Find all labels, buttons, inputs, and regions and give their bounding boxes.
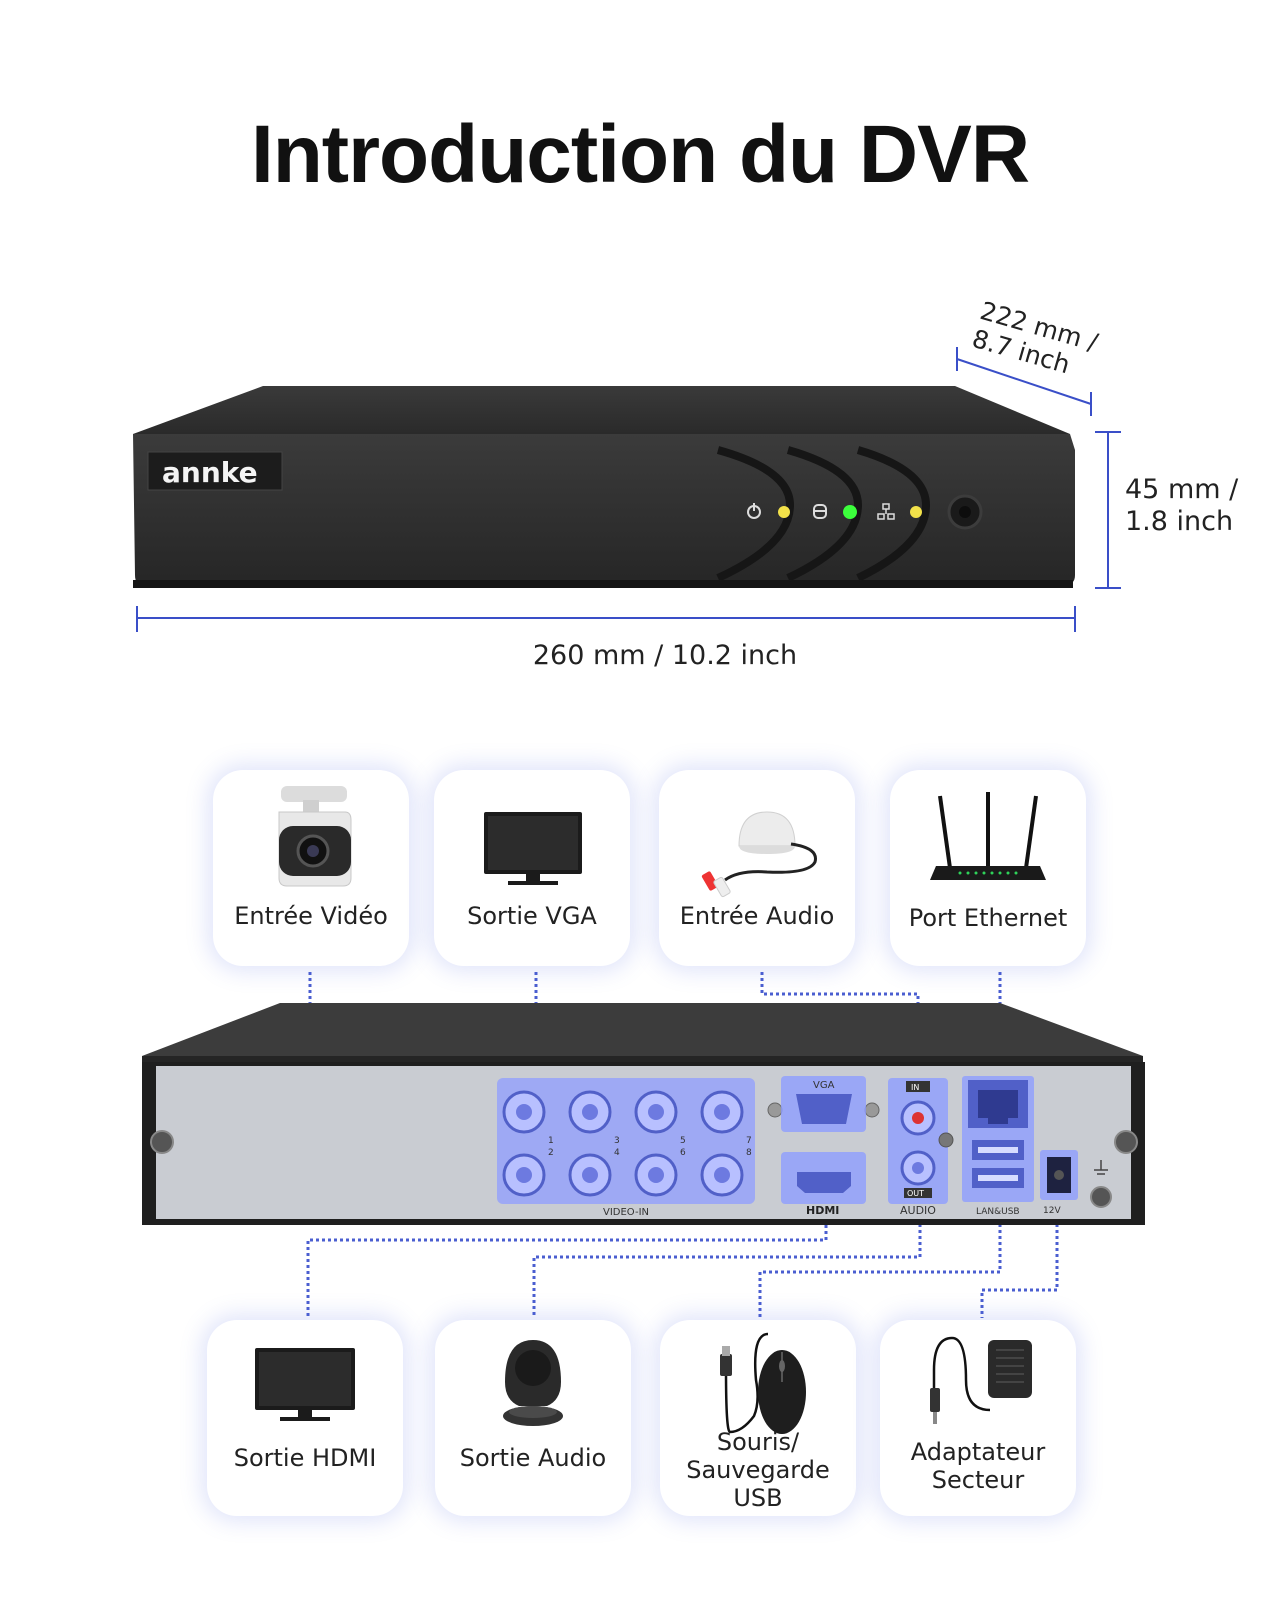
bnc-number: 7 xyxy=(746,1136,752,1146)
hdd-icon xyxy=(813,504,827,519)
bnc-connectors xyxy=(502,1090,744,1197)
vga-port-highlight xyxy=(781,1076,866,1132)
power-adapter-icon xyxy=(930,1336,1032,1424)
card-label: Entrée Audio xyxy=(679,902,835,930)
width-dimension-line xyxy=(136,606,1076,632)
height-label-mm: 45 mm / xyxy=(1125,474,1239,505)
bnc-number: 6 xyxy=(680,1148,686,1158)
monitor-icon xyxy=(484,812,582,885)
audio-label: AUDIO xyxy=(900,1204,936,1217)
card-label: Sortie Audio xyxy=(459,1444,607,1472)
bnc-number: 3 xyxy=(614,1136,620,1146)
mouse-icon xyxy=(720,1332,806,1434)
height-label-inch: 1.8 inch xyxy=(1125,506,1234,537)
lan-usb-label: LAN&USB xyxy=(976,1207,1020,1217)
power-label: 12V xyxy=(1043,1206,1061,1216)
bnc-number: 4 xyxy=(614,1148,620,1158)
card-label: Souris/ Sauvegarde USB xyxy=(686,1428,830,1512)
hdmi-port-highlight xyxy=(781,1152,866,1204)
width-label: 260 mm / 10.2 inch xyxy=(532,640,798,671)
card-vga-output: Sortie VGA xyxy=(434,770,630,966)
microphone-icon xyxy=(701,811,817,898)
lan-usb-port-highlight xyxy=(962,1076,1034,1202)
card-power-adapter: Adaptateur Secteur xyxy=(880,1320,1076,1516)
power-led xyxy=(778,506,790,518)
bnc-number: 2 xyxy=(548,1148,554,1158)
power-port-highlight xyxy=(1040,1150,1078,1200)
bnc-number: 8 xyxy=(746,1148,752,1158)
card-label: Sortie VGA xyxy=(467,902,597,930)
power-icon xyxy=(747,503,761,519)
video-in-label: VIDEO-IN xyxy=(603,1207,649,1218)
card-usb-mouse: Souris/ Sauvegarde USB xyxy=(660,1320,856,1516)
card-ethernet-port: Port Ethernet xyxy=(890,770,1086,966)
height-label: 45 mm / 1.8 inch xyxy=(1125,474,1238,538)
card-audio-input: Entrée Audio xyxy=(659,770,855,966)
bnc-number: 5 xyxy=(680,1136,686,1146)
bnc-number: 1 xyxy=(548,1136,554,1146)
hdmi-label: HDMI xyxy=(806,1204,839,1217)
bullet-camera-icon xyxy=(278,786,352,887)
ground-icon xyxy=(1094,1160,1108,1175)
card-video-input: Entrée Vidéo xyxy=(213,770,409,966)
speaker-icon xyxy=(503,1340,563,1426)
card-label: Adaptateur Secteur xyxy=(910,1438,1046,1494)
network-icon xyxy=(877,503,895,520)
card-audio-output: Sortie Audio xyxy=(435,1320,631,1516)
audio-in-label: IN xyxy=(911,1083,919,1092)
height-dimension-line xyxy=(1095,431,1121,589)
monitor-icon xyxy=(255,1348,355,1421)
audio-port-highlight xyxy=(888,1078,948,1204)
card-hdmi-output: Sortie HDMI xyxy=(207,1320,403,1516)
audio-out-label: OUT xyxy=(907,1189,924,1198)
network-led xyxy=(910,506,922,518)
hdd-led xyxy=(843,505,857,519)
card-label: Port Ethernet xyxy=(908,904,1068,932)
video-in-highlight xyxy=(497,1078,755,1204)
vga-label: VGA xyxy=(813,1080,835,1091)
dvr-front-view: annke xyxy=(133,347,1121,632)
depth-dimension-line xyxy=(956,347,1092,416)
router-icon xyxy=(930,792,1046,880)
page-title: Introduction du DVR xyxy=(250,109,1030,200)
brand-logo: annke xyxy=(162,456,258,489)
card-label: Sortie HDMI xyxy=(233,1444,377,1472)
card-label: Entrée Vidéo xyxy=(234,902,388,930)
